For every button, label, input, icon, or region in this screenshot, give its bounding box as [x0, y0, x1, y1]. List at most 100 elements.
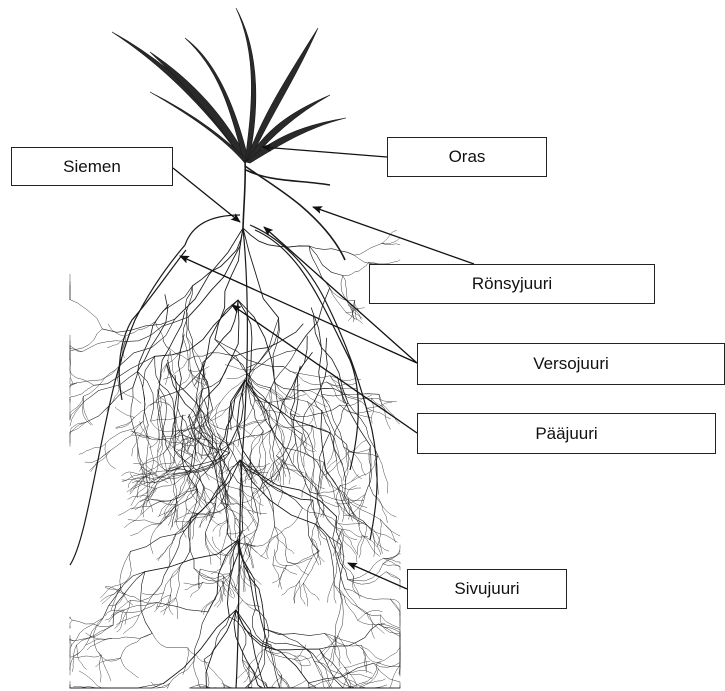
root-strand	[146, 425, 153, 459]
root-strand	[333, 403, 348, 460]
root-strand	[131, 388, 138, 447]
root-strand	[306, 473, 320, 494]
root-strand	[70, 341, 82, 352]
root-strand	[70, 300, 102, 329]
root-strand	[70, 359, 94, 385]
root-strand	[204, 659, 224, 685]
root-strand	[70, 645, 72, 657]
root-strand	[96, 658, 121, 667]
root-strand	[345, 661, 370, 667]
root-strand	[377, 648, 400, 663]
root-strand	[83, 396, 93, 425]
root-strand	[77, 645, 87, 669]
root-strand	[314, 661, 348, 680]
label-paajuuri: Pääjuuri	[417, 413, 716, 454]
root-strand	[383, 545, 400, 564]
root-strand	[70, 353, 73, 384]
root-strand	[312, 425, 315, 448]
root-strand	[87, 638, 111, 650]
root-strand	[164, 566, 181, 593]
root-strand	[157, 533, 177, 559]
root-strand	[390, 599, 400, 616]
label-versojuuri-text: Versojuuri	[533, 354, 609, 374]
root-strand	[380, 520, 400, 537]
root-strand	[130, 531, 184, 552]
arrow-paajuuri	[232, 305, 417, 433]
root-strand	[205, 533, 211, 565]
root-strand	[390, 599, 400, 626]
root-strand	[225, 490, 247, 510]
root-strand	[236, 610, 265, 688]
root-strand	[379, 394, 391, 429]
root-strand	[158, 364, 167, 384]
root-strand	[210, 405, 231, 421]
root-strand	[157, 388, 166, 439]
root-strand	[70, 383, 77, 395]
leaf-7	[246, 118, 346, 163]
root-strand	[101, 655, 111, 681]
root-strand	[342, 500, 364, 501]
root-strand	[348, 440, 366, 452]
root-strand	[124, 506, 149, 527]
root-strand	[348, 449, 369, 452]
root-strand	[386, 572, 400, 582]
root-strand	[377, 520, 381, 547]
root-strand	[74, 655, 101, 657]
root-strand	[356, 535, 362, 562]
root-strand	[204, 617, 229, 659]
root-strand	[325, 452, 349, 475]
root-strand	[361, 645, 382, 660]
root-strand	[328, 580, 335, 603]
root-strand	[204, 488, 222, 514]
root-strand	[168, 506, 176, 526]
root-strand	[374, 652, 400, 668]
root-strand	[287, 562, 309, 575]
root-strand	[205, 485, 218, 533]
root-strand	[141, 572, 153, 634]
root-strand	[72, 620, 113, 627]
root-strand	[265, 629, 325, 636]
root-strand	[319, 624, 378, 649]
root-strand	[284, 448, 324, 475]
root-strand	[344, 447, 362, 479]
root-strand	[188, 648, 210, 663]
root-strand	[300, 551, 320, 581]
root-strand	[132, 435, 166, 439]
root-strand	[301, 390, 328, 407]
root-strand	[79, 671, 102, 688]
root-strand	[163, 610, 236, 684]
root-strand	[383, 558, 400, 567]
root-strand	[155, 356, 176, 418]
root-strand	[193, 661, 203, 688]
root-strand	[170, 533, 177, 565]
stem	[243, 160, 345, 260]
root-strand	[131, 524, 161, 536]
root-strand	[346, 673, 373, 679]
root-strand	[242, 482, 265, 503]
root-strand	[304, 583, 308, 606]
root-strand	[362, 535, 380, 556]
root-strand	[257, 489, 261, 515]
root-strand	[186, 336, 202, 366]
root-strand	[329, 288, 354, 301]
root-strand	[125, 600, 130, 624]
root-strand	[171, 485, 196, 501]
root-strand	[346, 313, 362, 324]
root-strand	[108, 324, 125, 336]
root-strand	[170, 661, 194, 683]
root-strand	[277, 425, 312, 428]
root-strand	[340, 485, 361, 489]
root-strand	[170, 479, 187, 506]
root-strand	[213, 537, 228, 556]
arrow-ronsyjuuri	[313, 207, 474, 264]
root-strand	[372, 398, 397, 401]
root-strand	[277, 425, 284, 459]
root-strand	[157, 603, 208, 612]
shoot-leaves	[112, 8, 346, 163]
root-strand	[183, 286, 193, 337]
root-system	[70, 228, 400, 688]
root-strand	[160, 508, 176, 523]
root-strand	[244, 529, 257, 566]
root-strand	[163, 439, 196, 446]
